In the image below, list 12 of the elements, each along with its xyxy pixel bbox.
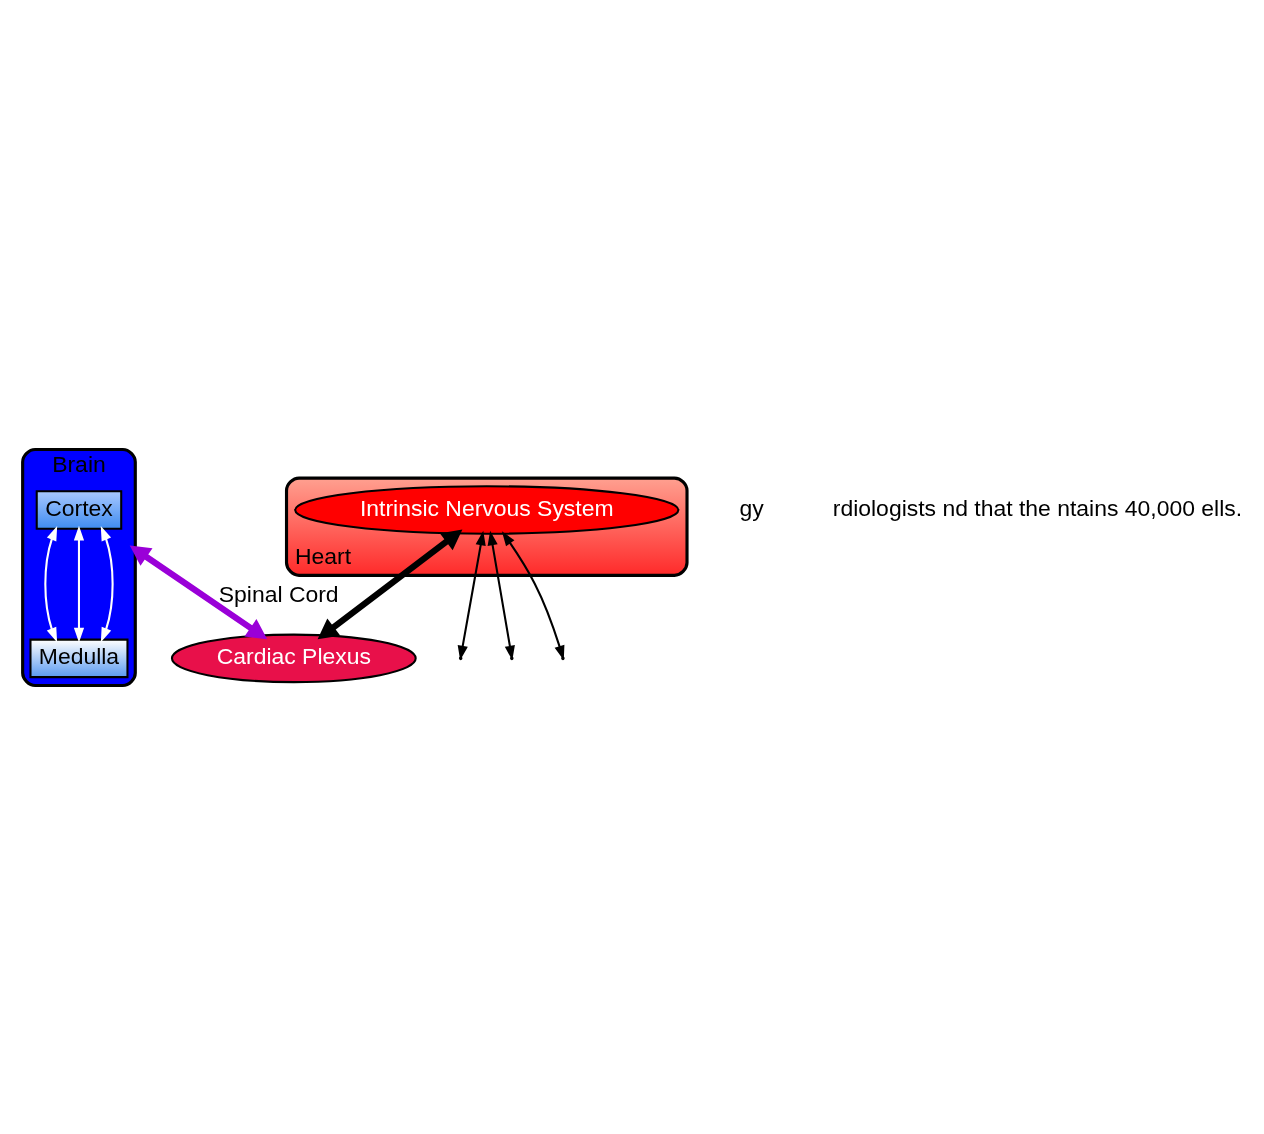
node-ellipse: Cardiac Plexus bbox=[170, 633, 417, 683]
node-box: Medulla bbox=[29, 638, 129, 678]
edge-label: Spinal Cord bbox=[218, 580, 339, 607]
arrow bbox=[129, 545, 268, 639]
label: gy bbox=[739, 494, 764, 521]
arrow bbox=[44, 525, 58, 642]
label: rdiologists nd that the ntains 40,000 ells. bbox=[832, 494, 1243, 521]
node-ellipse: Intrinsic Nervous System bbox=[294, 484, 680, 535]
node-box: Cortex bbox=[35, 489, 123, 530]
arrow bbox=[73, 525, 85, 642]
arrow bbox=[317, 529, 463, 639]
arrow bbox=[100, 525, 114, 642]
